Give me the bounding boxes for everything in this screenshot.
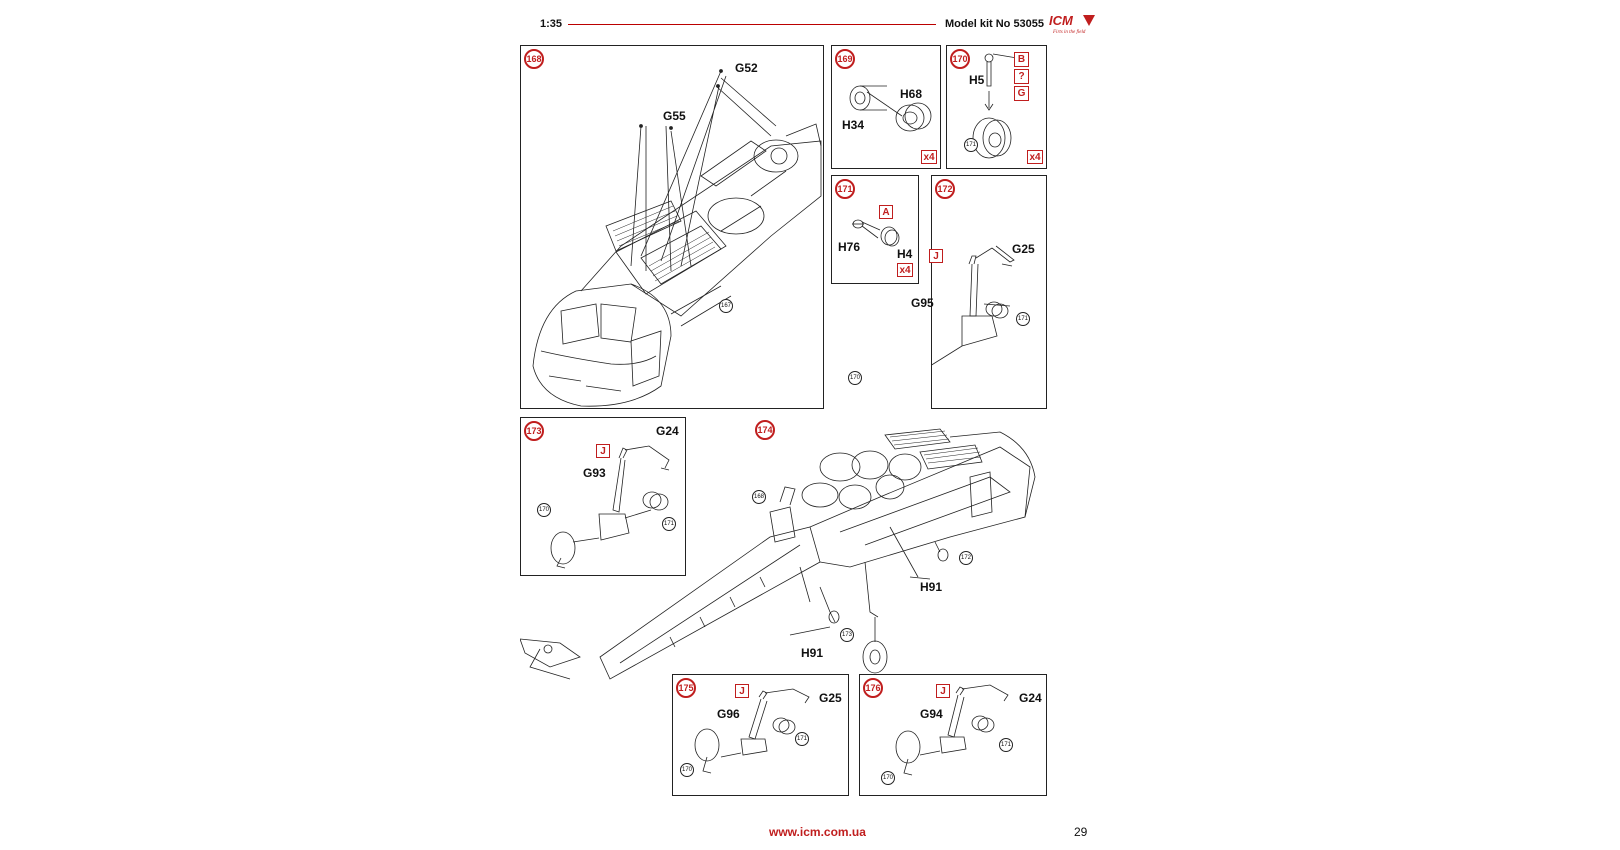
part-label-h91: H91 xyxy=(920,580,943,594)
part-label-h4: H4 xyxy=(897,247,913,261)
page-number: 29 xyxy=(1074,825,1088,839)
part-label-g95: G95 xyxy=(911,296,934,310)
helicopter-top-drawing xyxy=(532,69,822,407)
step-ref-171: 171 xyxy=(964,138,978,152)
paint-code-g: G xyxy=(1014,86,1029,101)
step-ref-171: 171 xyxy=(662,517,676,531)
part-label-h91: H91 xyxy=(801,646,824,660)
step-168-panel: 168 G52 G55 167 xyxy=(520,45,824,409)
logo-text: ICM xyxy=(1049,13,1074,28)
step-ref-171: 171 xyxy=(1016,312,1030,326)
part-label-g93: G93 xyxy=(583,466,606,480)
gear-leg-drawing xyxy=(895,684,1009,776)
step-number-badge: 172 xyxy=(935,179,955,199)
part-label-g52: G52 xyxy=(735,61,758,75)
part-label-g25: G25 xyxy=(1012,242,1035,256)
part-label-h68: H68 xyxy=(900,87,923,101)
step-number-badge: 174 xyxy=(755,420,775,440)
part-label-g96: G96 xyxy=(717,707,740,721)
wheel-hub-drawing xyxy=(849,85,932,132)
icm-logo: ICM Firts in the field xyxy=(1043,12,1103,36)
gear-leg-drawing xyxy=(932,245,1015,366)
part-label-g24: G24 xyxy=(656,424,679,438)
part-label-g25: G25 xyxy=(819,691,842,705)
header-rule xyxy=(568,24,936,25)
paint-code-b: B xyxy=(1014,52,1029,67)
step-ref-167: 167 xyxy=(719,299,733,313)
quantity-badge: x4 xyxy=(1027,150,1043,164)
paint-code-j: J xyxy=(735,684,749,698)
step-ref-170: 170 xyxy=(848,371,862,385)
step-176-panel: 176 J G24 G94 171 170 xyxy=(859,674,1047,796)
part-label-h34: H34 xyxy=(842,118,865,132)
step-number-badge: 170 xyxy=(950,49,970,69)
helicopter-fuselage-drawing xyxy=(520,428,1036,680)
step-175-panel: 175 J G25 G96 171 170 xyxy=(672,674,849,796)
gear-leg-drawing xyxy=(550,445,670,569)
quantity-badge: x4 xyxy=(921,150,937,164)
step-ref-172: 172 xyxy=(959,551,973,565)
step-ref-170: 170 xyxy=(537,503,551,517)
gear-leg-drawing xyxy=(694,688,810,774)
paint-code-j: J xyxy=(936,684,950,698)
part-label-h76: H76 xyxy=(838,240,861,254)
logo-tagline: Firts in the field xyxy=(1052,30,1086,35)
paint-code-unknown: ? xyxy=(1014,69,1029,84)
step-number-badge: 171 xyxy=(835,179,855,199)
part-label-h5: H5 xyxy=(969,73,985,87)
paint-code-j: J xyxy=(929,249,943,263)
wheel-assembly-drawing xyxy=(972,53,1018,159)
step-number-badge: 173 xyxy=(524,421,544,441)
step-169-panel: 169 H68 H34 x4 xyxy=(831,45,941,169)
step-171-panel: 171 A H76 H4 x4 xyxy=(831,175,919,284)
step-number-badge: 175 xyxy=(676,678,696,698)
step-ref-168: 168 xyxy=(752,490,766,504)
paint-code-a: A xyxy=(879,205,893,219)
step-number-badge: 168 xyxy=(524,49,544,69)
scale-label: 1:35 xyxy=(540,18,563,30)
step-174-area: 174 168 172 173 H91 H91 xyxy=(520,417,1050,687)
step-ref-170: 170 xyxy=(680,763,694,777)
website-link[interactable]: www.icm.com.ua xyxy=(769,825,866,839)
step-ref-171: 171 xyxy=(999,738,1013,752)
kit-number: Model kit No 53055 xyxy=(945,18,1045,30)
part-label-g24: G24 xyxy=(1019,691,1042,705)
part-label-g55: G55 xyxy=(663,109,686,123)
step-172-panel: 172 J G25 G95 171 170 xyxy=(848,175,1047,409)
step-170-panel: 170 B ? G H5 171 x4 xyxy=(946,45,1047,169)
step-number-badge: 169 xyxy=(835,49,855,69)
step-ref-173: 173 xyxy=(840,628,854,642)
paint-code-j: J xyxy=(596,444,610,458)
step-number-badge: 176 xyxy=(863,678,883,698)
step-173-panel: 173 G24 J G93 170 171 xyxy=(520,417,686,576)
axle-drawing xyxy=(852,219,900,247)
quantity-badge: x4 xyxy=(897,263,913,277)
part-label-g94: G94 xyxy=(920,707,943,721)
step-ref-171: 171 xyxy=(795,732,809,746)
step-ref-170: 170 xyxy=(881,771,895,785)
